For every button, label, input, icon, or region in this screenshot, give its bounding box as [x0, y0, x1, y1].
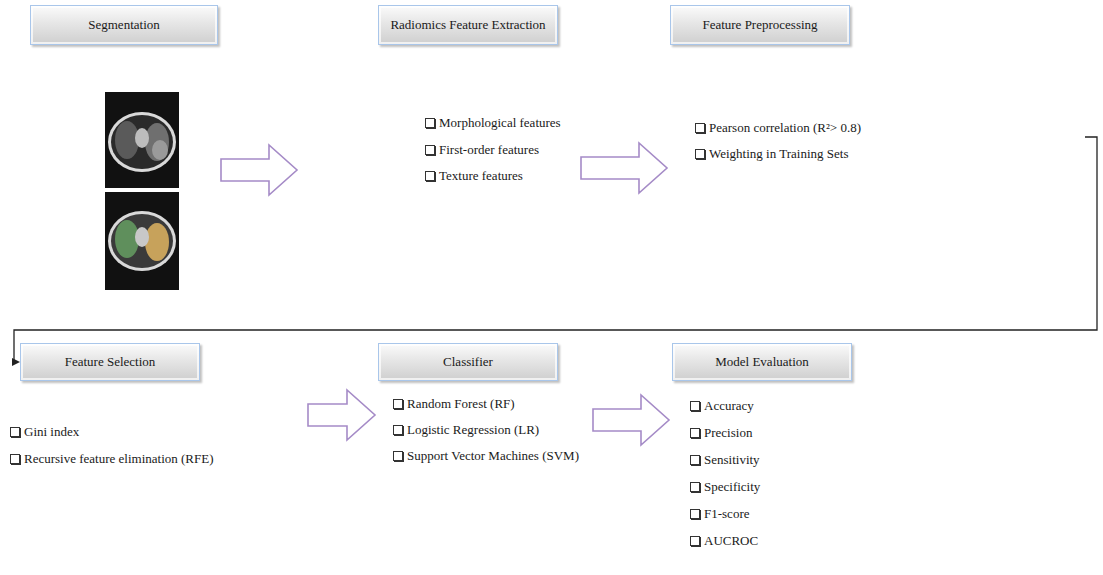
bullet-box: [695, 149, 705, 159]
bullet-box: [425, 118, 435, 128]
bullet-item: Recursive feature elimination (RFE): [10, 450, 214, 468]
stage-header-box: Classifier: [378, 343, 558, 381]
stage-title: Model Evaluation: [715, 354, 809, 370]
pipeline-stage: Radiomics Feature ExtractionMorphologica…: [300, 5, 578, 220]
bullet-box: [690, 482, 700, 492]
bullet-item: Accuracy: [690, 397, 754, 415]
bullet-item: Texture features: [425, 167, 523, 185]
stage-header-box: Segmentation: [30, 5, 218, 45]
bullet-item: Weighting in Training Sets: [695, 145, 848, 163]
list-text: Morphological features: [439, 115, 561, 131]
list-text: Recursive feature elimination (RFE): [24, 451, 214, 467]
list-text: AUCROC: [704, 533, 758, 549]
bullet-item: First-order features: [425, 141, 539, 159]
stage-title: Radiomics Feature Extraction: [390, 17, 545, 33]
flow-arrow: [593, 395, 669, 445]
list-text: F1-score: [704, 506, 750, 522]
bullet-box: [690, 536, 700, 546]
bullet-box: [425, 145, 435, 155]
stage-header-box: Feature Preprocessing: [670, 5, 850, 45]
stage-header-box: Feature Selection: [20, 343, 200, 381]
list-text: Sensitivity: [704, 452, 760, 468]
bullet-item: Pearson correlation (R²> 0.8): [695, 119, 861, 137]
pipeline-stage: Feature PreprocessingPearson correlation…: [670, 5, 1085, 220]
bullet-box: [393, 425, 403, 435]
bullet-box: [10, 454, 20, 464]
bullet-item: Support Vector Machines (SVM): [393, 447, 579, 465]
stage-title: Classifier: [443, 354, 493, 370]
stage-header-box: Model Evaluation: [672, 343, 852, 381]
bullet-item: Specificity: [690, 478, 760, 496]
bullet-item: Sensitivity: [690, 451, 760, 469]
bullet-box: [690, 401, 700, 411]
stage-title: Feature Selection: [65, 354, 156, 370]
list-text: Weighting in Training Sets: [709, 146, 848, 162]
bullet-box: [690, 509, 700, 519]
bullet-box: [393, 399, 403, 409]
pipeline-stage: Model EvaluationAccuracyPrecisionSensiti…: [672, 343, 852, 553]
bullet-item: AUCROC: [690, 532, 758, 550]
stage-title: Feature Preprocessing: [702, 17, 817, 33]
list-text: Support Vector Machines (SVM): [407, 448, 579, 464]
list-text: Random Forest (RF): [407, 396, 515, 412]
bullet-item: Gini index: [10, 423, 79, 441]
ct-scan-image: [105, 92, 179, 290]
bullet-item: F1-score: [690, 505, 750, 523]
list-text: Accuracy: [704, 398, 754, 414]
bullet-box: [393, 451, 403, 461]
bullet-box: [690, 428, 700, 438]
bullet-item: Logistic Regression (LR): [393, 421, 539, 439]
bullet-item: Random Forest (RF): [393, 395, 515, 413]
bullet-box: [695, 123, 705, 133]
flow-arrow: [221, 145, 297, 195]
stage-header-box: Radiomics Feature Extraction: [378, 5, 558, 45]
pipeline-stage: Feature SelectionGini indexRecursive fea…: [20, 343, 305, 475]
bullet-box: [425, 171, 435, 181]
bullet-box: [10, 427, 20, 437]
pipeline-stage: Segmentation: [30, 5, 218, 220]
pipeline-stage: ClassifierRandom Forest (RF) Logistic Reg…: [378, 343, 590, 475]
flow-arrow: [581, 143, 667, 193]
list-text: Specificity: [704, 479, 760, 495]
list-text: Pearson correlation (R²> 0.8): [709, 120, 861, 136]
bullet-box: [690, 455, 700, 465]
bullet-item: Precision: [690, 424, 752, 442]
list-text: Precision: [704, 425, 752, 441]
stage-title: Segmentation: [88, 17, 160, 33]
list-text: Gini index: [24, 424, 79, 440]
flow-arrow: [308, 390, 375, 440]
list-text: Texture features: [439, 168, 523, 184]
bullet-item: Morphological features: [425, 114, 561, 132]
list-text: First-order features: [439, 142, 539, 158]
list-text: Logistic Regression (LR): [407, 422, 539, 438]
